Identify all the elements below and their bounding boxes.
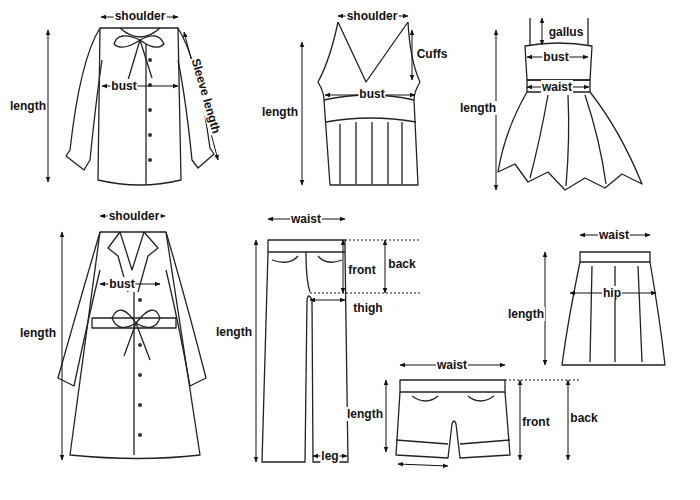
- measurement-label: waist: [541, 80, 573, 94]
- measurement-label: shoulder: [108, 209, 161, 223]
- measurement-label: length: [459, 101, 497, 115]
- measurement-label: shoulder: [346, 9, 399, 23]
- measurement-label: bust: [108, 277, 135, 291]
- measurement-label: front: [521, 415, 550, 429]
- measurement-label: Cuffs: [416, 47, 449, 61]
- measurement-label: length: [215, 325, 253, 339]
- measurement-label: front: [347, 263, 376, 277]
- measurement-label: bust: [110, 79, 137, 93]
- measurement-label: waist: [290, 212, 322, 226]
- measurement-label: waist: [436, 358, 468, 372]
- dimension-lines: [48, 16, 656, 466]
- measurement-label: leg: [320, 449, 339, 463]
- measurement-label: shoulder: [114, 9, 167, 23]
- measurement-label: length: [507, 307, 545, 321]
- measurement-label: back: [387, 257, 416, 271]
- measurement-label: length: [261, 105, 299, 119]
- buttons: [138, 58, 152, 437]
- measurement-label: bust: [542, 50, 569, 64]
- measurement-label: length: [346, 407, 384, 421]
- measurement-label: bust: [358, 87, 385, 101]
- garment-outlines: [58, 18, 665, 462]
- measurement-label: hip: [602, 286, 622, 300]
- measurement-label: thigh: [352, 301, 383, 315]
- measurement-label: Sleeve length: [188, 56, 223, 136]
- measurement-label: length: [9, 99, 47, 113]
- measurement-label: waist: [598, 228, 630, 242]
- measurement-label: length: [19, 326, 57, 340]
- measurement-label: back: [569, 411, 598, 425]
- measurement-label: gallus: [548, 25, 585, 39]
